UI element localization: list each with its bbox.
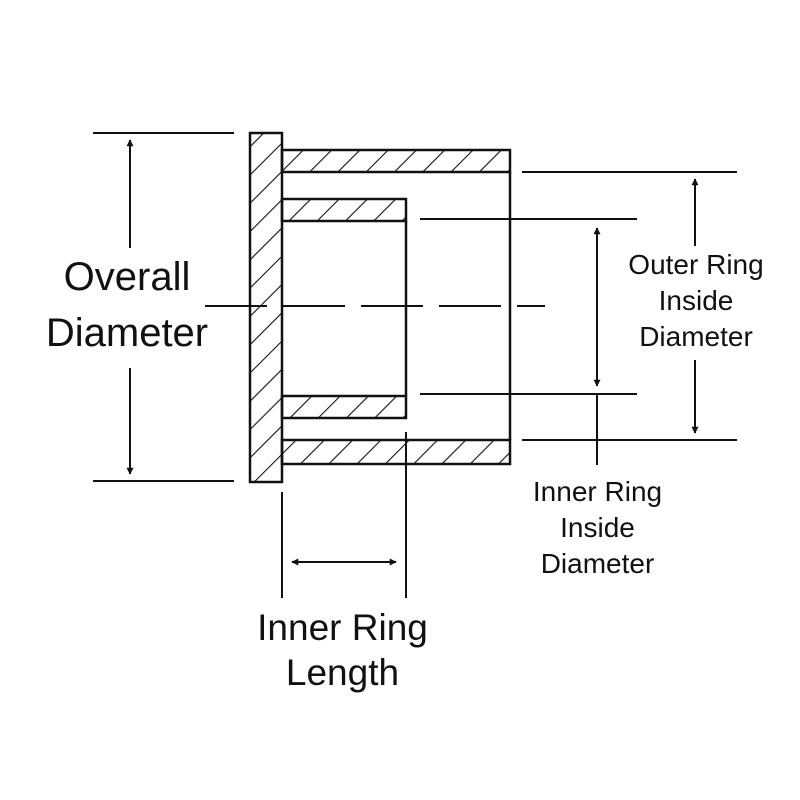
inner-ring-id-line2: Inside — [560, 512, 635, 543]
inner-ring-length-line1: Inner Ring — [257, 607, 428, 648]
outer-ring-line3: Diameter — [639, 321, 753, 352]
dimension-lines — [93, 132, 737, 598]
bushing-section — [248, 131, 512, 484]
inner-ring-id-line1: Inner Ring — [532, 476, 663, 507]
outer-ring-top-wall — [280, 148, 512, 174]
flange — [248, 131, 284, 484]
outer-ring-line2: Inside — [658, 285, 734, 316]
inner-ring-id-line3: Diameter — [540, 548, 655, 579]
inner-ring-top-wall — [280, 197, 408, 223]
inner-ring-inside-diameter-label: Inner Ring Inside Diameter — [515, 474, 680, 582]
overall-diameter-label: Overall Diameter — [30, 249, 224, 361]
outer-ring-bottom-wall — [280, 438, 512, 466]
inner-ring-bottom-wall — [280, 394, 408, 420]
outer-ring-inside-diameter-label: Outer Ring Inside Diameter — [616, 247, 776, 355]
outer-ring-line1: Outer Ring — [628, 249, 764, 280]
inner-ring-length-label: Inner Ring Length — [240, 605, 445, 695]
overall-diameter-line2: Diameter — [45, 311, 209, 355]
overall-diameter-line1: Overall — [63, 255, 191, 299]
inner-ring-length-line2: Length — [285, 652, 400, 693]
